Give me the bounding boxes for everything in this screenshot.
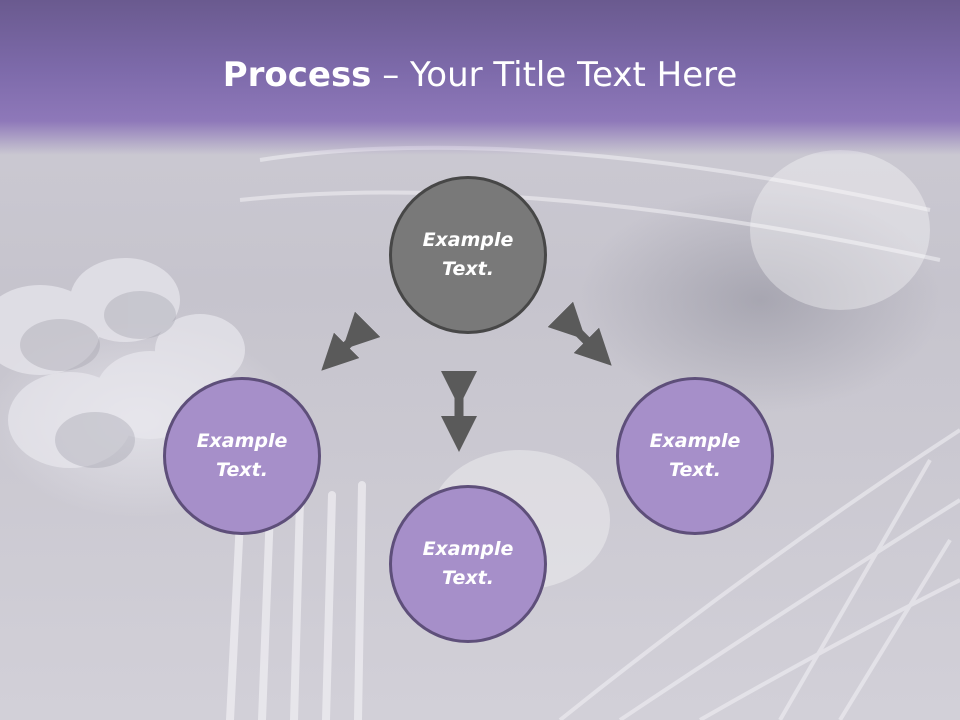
node-left-line1: Example [196, 430, 288, 452]
process-node-right: Example Text. [616, 377, 774, 535]
process-node-bottom: Example Text. [389, 485, 547, 643]
node-right-line2: Text. [669, 459, 721, 481]
slide-title: Process – Your Title Text Here [0, 52, 960, 98]
double-arrow-top-right [547, 301, 612, 366]
node-top-line1: Example [422, 229, 514, 251]
process-node-top: Example Text. [389, 176, 547, 334]
node-bottom-line1: Example [422, 538, 514, 560]
node-left-line2: Text. [216, 459, 268, 481]
process-node-left: Example Text. [163, 377, 321, 535]
double-arrow-top-left [321, 311, 381, 371]
node-bottom-line2: Text. [442, 567, 494, 589]
title-bold: Process [222, 55, 372, 95]
node-right-line1: Example [649, 430, 741, 452]
header-band [0, 0, 960, 155]
title-rest: – Your Title Text Here [371, 55, 738, 95]
node-top-line2: Text. [442, 258, 494, 280]
